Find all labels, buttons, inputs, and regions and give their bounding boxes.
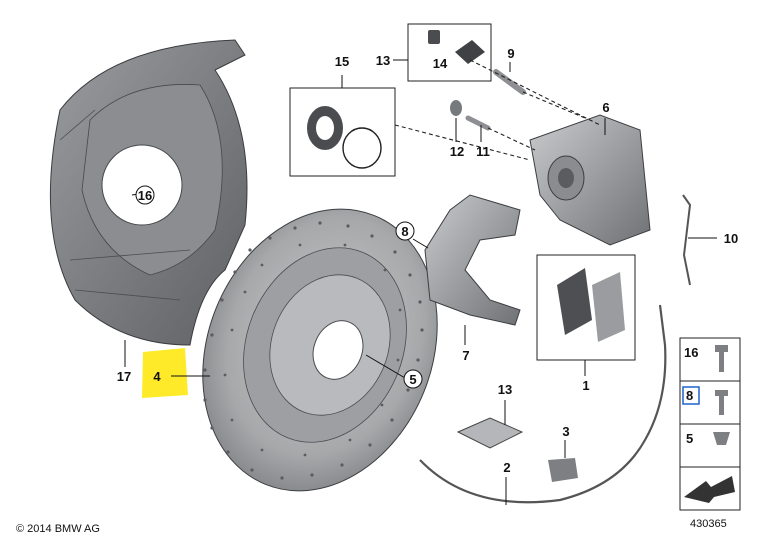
callout-11[interactable]: 11	[476, 144, 490, 159]
caliper-carrier	[424, 194, 521, 326]
bushing-parts	[407, 23, 492, 82]
callout-6[interactable]: 6	[602, 100, 609, 115]
highlight-marker	[142, 348, 188, 398]
leader-lines	[124, 59, 717, 505]
callout-16[interactable]: 16	[138, 188, 152, 203]
hardware-legend	[679, 337, 741, 511]
diagram-number: 430365	[690, 518, 727, 530]
brake-caliper	[529, 114, 651, 246]
callout-7[interactable]: 7	[462, 348, 469, 363]
callout-9[interactable]: 9	[507, 46, 514, 61]
callout-17[interactable]: 17	[117, 369, 131, 384]
callout-4[interactable]: 4	[153, 369, 161, 384]
callout-8[interactable]: 8	[401, 224, 408, 239]
legend-16[interactable]: 16	[684, 345, 698, 360]
legend-8[interactable]: 8	[686, 388, 693, 403]
callout-circles	[135, 185, 423, 389]
callout-15[interactable]: 15	[335, 54, 349, 69]
callout-10[interactable]: 10	[724, 231, 738, 246]
bleed-screw	[450, 100, 491, 131]
grease-packet	[456, 417, 524, 449]
seal-kit-box	[289, 87, 396, 177]
brake-disc	[202, 208, 438, 492]
brake-pads-box	[536, 254, 636, 361]
callout-14[interactable]: 14	[433, 56, 448, 71]
callout-labels: 16 17 4 5 15 13 14 9 6 12 11 8 10 7 1 13…	[117, 46, 738, 475]
callout-13-bottom[interactable]: 13	[498, 382, 512, 397]
callout-5[interactable]: 5	[409, 372, 416, 387]
callout-3[interactable]: 3	[562, 424, 569, 439]
wear-sensor-wire	[419, 304, 667, 504]
spring-clip	[682, 194, 692, 286]
callout-12[interactable]: 12	[450, 144, 464, 159]
callout-2[interactable]: 2	[503, 460, 510, 475]
callout-1[interactable]: 1	[582, 378, 589, 393]
sensor-bracket	[548, 458, 578, 482]
copyright-text: © 2014 BMW AG	[16, 523, 100, 535]
legend-labels: 16 8 5	[684, 345, 698, 446]
guide-bolt	[493, 69, 526, 95]
callout-13-top[interactable]: 13	[376, 53, 390, 68]
legend-5[interactable]: 5	[686, 431, 693, 446]
